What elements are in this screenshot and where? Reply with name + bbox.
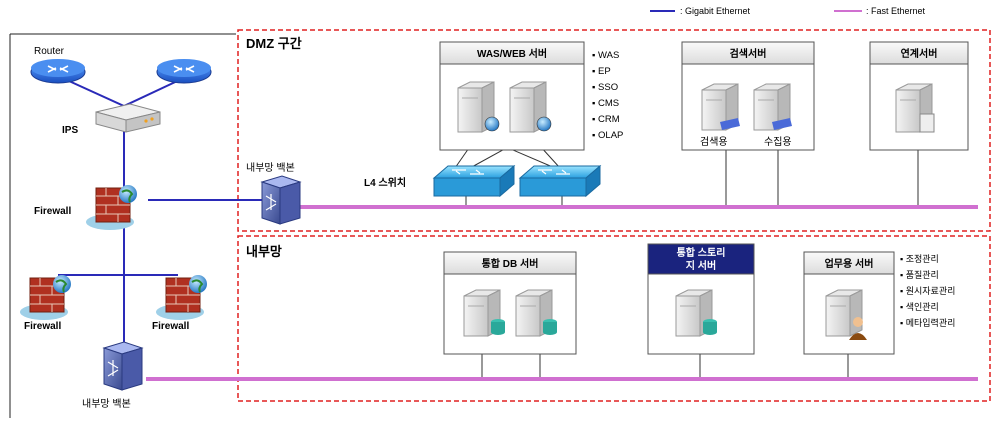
ips-label: IPS (62, 125, 78, 136)
business-item: ▪ 메타입력관리 (900, 317, 955, 328)
business-items: ▪ 조정관리 ▪ 품질관리 ▪ 원시자료관리 ▪ 색인관리 ▪ 메타입력관리 (900, 254, 955, 328)
search-title: 검색서버 (730, 47, 767, 60)
firewall-icon[interactable] (86, 185, 137, 230)
search-server-box[interactable]: 검색서버 검색용 수집용 (681, 41, 815, 151)
firewall-icon[interactable] (20, 275, 71, 320)
link-server-box[interactable]: 연계서버 (869, 41, 969, 151)
business-item: ▪ 조정관리 (900, 254, 939, 264)
firewall-left-label: Firewall (24, 321, 61, 332)
storage-title-line1: 통합 스토리 (677, 246, 726, 259)
l4-switch-label: L4 스위치 (364, 176, 406, 189)
router-label: Router (34, 46, 65, 57)
internal-zone-title: 내부망 (246, 244, 282, 259)
router-icon[interactable] (156, 59, 212, 84)
server-icon (701, 83, 740, 131)
switch-icon[interactable] (518, 164, 602, 198)
firewall-right-label: Firewall (152, 321, 189, 332)
search-label-collect: 수집용 (764, 136, 792, 148)
globe-icon (53, 275, 71, 293)
business-item: ▪ 색인관리 (900, 302, 939, 312)
switch-icon[interactable] (260, 175, 302, 225)
legend-gigabit-label: : Gigabit Ethernet (680, 6, 751, 16)
was-item: ▪ SSO (592, 82, 618, 93)
db-server-icon (463, 289, 505, 337)
business-item: ▪ 품질관리 (900, 269, 939, 280)
internal-zone (237, 235, 991, 402)
globe-icon (189, 275, 207, 293)
was-item: ▪ CMS (592, 98, 619, 109)
business-server-box[interactable]: 업무용 서버 (803, 251, 895, 355)
router-icon[interactable] (30, 59, 86, 84)
fast-ethernet-links (146, 205, 978, 381)
was-web-items: ▪ WAS ▪ EP ▪ SSO ▪ CMS ▪ CRM ▪ OLAP (592, 50, 623, 141)
ips-icon[interactable] (95, 103, 161, 133)
search-label-index: 검색용 (700, 136, 728, 148)
link-server-title: 연계서버 (901, 47, 938, 60)
db-server-title: 통합 DB 서버 (482, 257, 539, 270)
db-server-icon (515, 289, 557, 337)
dmz-zone (237, 29, 991, 232)
storage-title-line2: 지 서버 (686, 259, 716, 272)
legend-fast-label: : Fast Ethernet (866, 6, 926, 16)
switch-icon[interactable] (102, 341, 144, 391)
was-item: ▪ WAS (592, 50, 619, 61)
business-item: ▪ 원시자료관리 (900, 286, 955, 296)
business-server-title: 업무용 서버 (825, 257, 874, 270)
server-icon (457, 81, 500, 133)
backbone-top-label: 내부망 백본 (246, 162, 295, 174)
user-server-icon (825, 289, 867, 340)
server-icon (509, 81, 552, 133)
switch-icon[interactable] (432, 164, 516, 198)
globe-icon (119, 185, 137, 203)
backbone-bottom-label: 내부망 백본 (82, 398, 131, 410)
was-item: ▪ OLAP (592, 130, 623, 141)
firewall-main-label: Firewall (34, 206, 71, 217)
server-icon (895, 83, 935, 133)
dmz-zone-title: DMZ 구간 (246, 36, 302, 51)
legend: : Gigabit Ethernet : Fast Ethernet (650, 6, 926, 16)
firewall-icon[interactable] (156, 275, 207, 320)
was-web-title: WAS/WEB 서버 (477, 47, 547, 60)
was-item: ▪ EP (592, 66, 611, 77)
db-server-box[interactable]: 통합 DB 서버 (443, 251, 577, 355)
storage-server-box[interactable]: 통합 스토리 지 서버 (647, 243, 755, 355)
was-web-server-box[interactable]: WAS/WEB 서버 (439, 41, 585, 151)
was-item: ▪ CRM (592, 114, 620, 125)
server-icon (753, 83, 792, 131)
db-server-icon (675, 289, 717, 337)
